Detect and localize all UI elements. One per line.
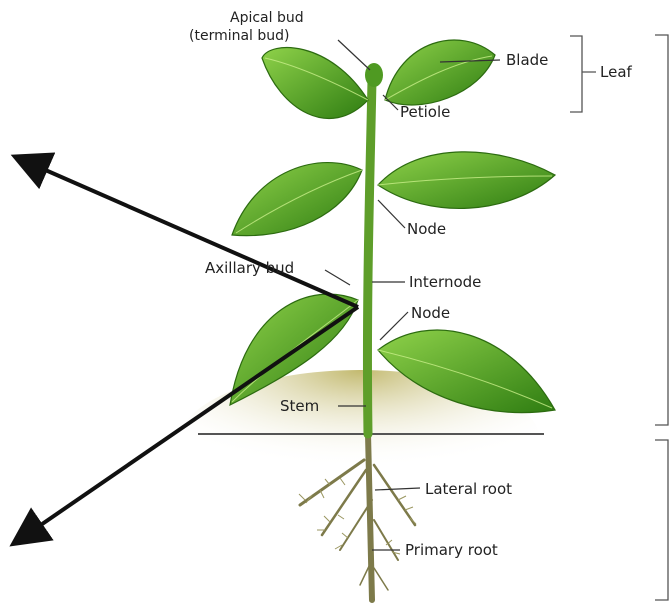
stem (367, 80, 372, 434)
label-petiole: Petiole (400, 103, 450, 121)
label-lateral-root: Lateral root (425, 480, 512, 498)
label-stem: Stem (280, 397, 319, 415)
label-node-lower: Node (411, 304, 450, 322)
brackets (570, 35, 668, 600)
apical-bud (365, 63, 383, 87)
label-node-upper: Node (407, 220, 446, 238)
label-primary-root: Primary root (405, 541, 498, 559)
label-axillary-bud: Axillary bud (205, 259, 294, 277)
label-apical-bud-line1: Apical bud (230, 10, 304, 26)
label-leaf: Leaf (600, 63, 633, 81)
leaf-bracket (570, 36, 596, 112)
root-bracket (655, 440, 668, 600)
label-apical-bud-line2: (terminal bud) (189, 28, 290, 44)
label-internode: Internode (409, 273, 481, 291)
shoot-bracket (655, 35, 668, 425)
label-blade: Blade (506, 51, 548, 69)
